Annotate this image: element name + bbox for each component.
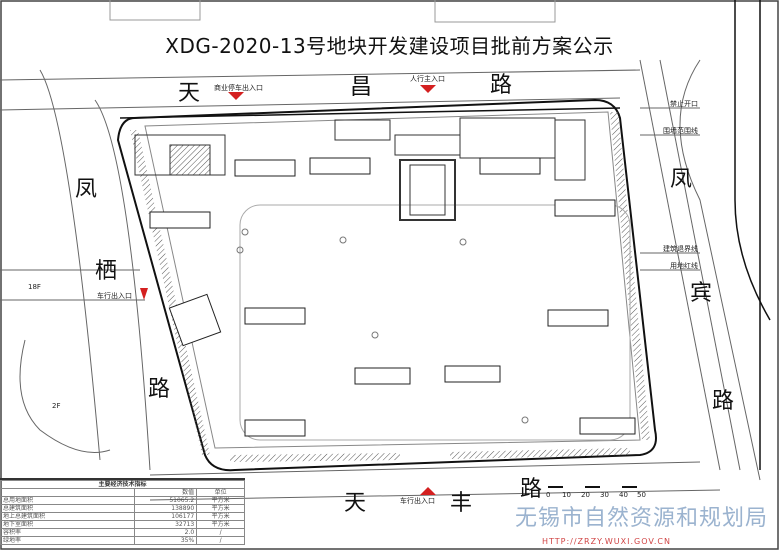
road-label: 路	[712, 389, 735, 414]
watermark: 无锡市自然资源和规划局	[515, 506, 769, 531]
row-value: 35%	[134, 536, 198, 545]
hatched-buffer	[130, 130, 210, 455]
trees	[236, 228, 529, 424]
table-caption: 主要经济技术指标	[0, 480, 245, 489]
row-unit: /	[196, 528, 245, 537]
building-floors-label: 2F	[52, 402, 61, 410]
row-label: 地上总建筑面积	[0, 512, 136, 521]
setback-line-label: 建筑退界线	[663, 245, 698, 253]
row-label: 绿地率	[0, 536, 136, 545]
building-floors-label: 18F	[28, 283, 41, 291]
row-unit: 平方米	[196, 504, 245, 513]
scale-tick: 20	[581, 491, 590, 499]
external-building	[109, 0, 201, 21]
south-vehicle-entrance-marker	[420, 487, 436, 495]
commercial-buildings	[134, 117, 586, 221]
header-cell: 数值	[134, 488, 198, 497]
row-value: 32713	[134, 520, 198, 529]
building-setback-line	[144, 111, 641, 449]
scale-tick: 0	[546, 491, 551, 499]
row-label: 容积率	[0, 528, 136, 537]
wall-range-label: 围墙范围线	[663, 127, 698, 135]
commercial-parking-entrance-marker	[228, 92, 244, 100]
west-vehicle-entrance-marker	[140, 288, 148, 300]
residential-towers	[149, 157, 636, 437]
vehicle-entrance-label: 车行出入口	[97, 292, 132, 300]
road-label: 路	[520, 477, 543, 502]
pedestrian-entrance-marker	[420, 85, 436, 93]
north-road	[0, 69, 641, 119]
road-label: 路	[490, 73, 513, 98]
external-building	[434, 0, 556, 23]
row-value: 138890	[134, 504, 198, 513]
no-opening-label: 禁止开口	[670, 100, 698, 108]
central-courtyard	[239, 204, 631, 441]
road-label: 凤	[670, 167, 693, 192]
page-title: XDG-2020-13号地块开发建设项目批前方案公示	[165, 34, 614, 58]
row-unit: 平方米	[196, 520, 245, 529]
entrance-markers	[140, 85, 436, 495]
leader-lines	[640, 107, 700, 271]
road-label: 昌	[350, 75, 373, 100]
road-label: 宾	[690, 281, 713, 306]
road-label: 天	[178, 81, 201, 106]
row-label: 总建筑面积	[0, 504, 136, 513]
commercial-parking-entrance-label: 商业停车出入口	[214, 84, 263, 92]
road-label: 天	[344, 491, 367, 516]
west-road	[0, 69, 151, 471]
scale-tick: 50	[637, 491, 646, 499]
row-unit: 平方米	[196, 512, 245, 521]
row-value: 106177	[134, 512, 198, 521]
red-line-label: 用地红线	[670, 262, 698, 270]
road-label: 丰	[450, 491, 473, 516]
scale-tick: 40	[619, 491, 628, 499]
vehicle-entrance-label: 车行出入口	[400, 497, 435, 505]
watermark-url: HTTP://ZRZY.WUXI.GOV.CN	[542, 537, 671, 546]
land-red-line	[116, 98, 657, 472]
header-cell	[0, 488, 136, 497]
road-label: 路	[148, 377, 171, 402]
row-unit: /	[196, 536, 245, 545]
row-label: 地下室面积	[0, 520, 136, 529]
row-value: 51065.2	[134, 496, 198, 505]
hatched-buffer	[450, 448, 630, 459]
row-unit: 平方米	[196, 496, 245, 505]
road-label: 栖	[95, 259, 118, 284]
row-value: 2.0	[134, 528, 198, 537]
pedestrian-entrance-label: 人行主入口	[410, 75, 445, 83]
scale-tick: 30	[600, 491, 609, 499]
row-label: 总用地面积	[0, 496, 136, 505]
east-road	[639, 0, 771, 481]
road-label: 凤	[75, 177, 98, 202]
header-cell: 单位	[196, 488, 245, 497]
table-header: 数值 单位	[0, 488, 245, 497]
scale-tick: 10	[562, 491, 571, 499]
hatched-buffer	[230, 453, 400, 462]
